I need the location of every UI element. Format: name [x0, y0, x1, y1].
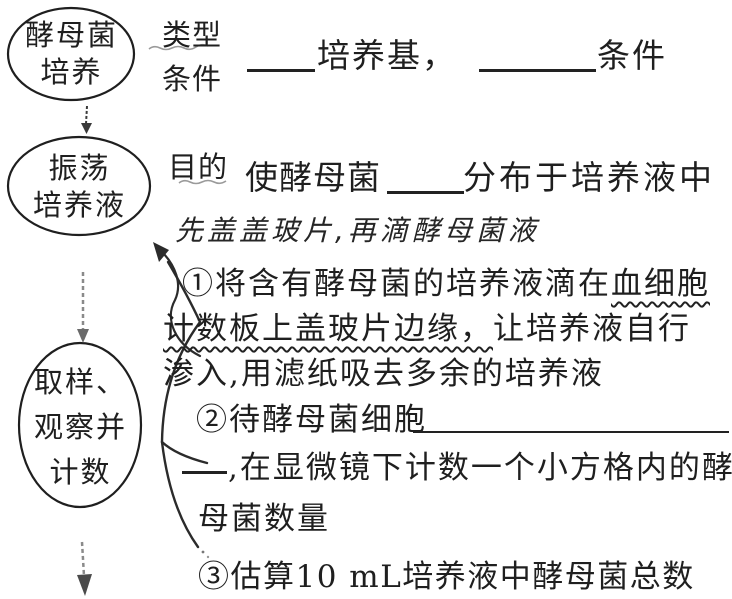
label-purpose: 目的 — [168, 150, 229, 184]
node-sample-count-line3: 计数 — [49, 455, 112, 489]
brace-fade-dot — [201, 550, 205, 554]
down-arrow-icon — [77, 272, 89, 343]
scribble-mark — [148, 43, 209, 51]
blank-distribution — [387, 178, 464, 194]
text-shake-before: 使酵母菌 — [245, 158, 381, 197]
blank-cell-state-continued — [182, 458, 227, 474]
step2-line1: ②待酵母菌细胞 — [196, 402, 427, 438]
node-shake-culture: 振荡 培养液 — [8, 150, 151, 224]
node-sample-count-line1: 取样、 — [33, 365, 127, 399]
node-shake-culture-line1: 振荡 — [48, 151, 111, 185]
blank-cell-state — [413, 418, 729, 433]
step1-line1-text: ①将含有酵母菌的培养液滴在 — [182, 266, 611, 302]
blank-condition — [479, 56, 596, 72]
text-shake-after: 分布于培养液中 — [463, 158, 715, 197]
text-medium: 培养基， — [317, 36, 457, 75]
node-shake-culture-line2: 培养液 — [32, 188, 126, 222]
step2-line3: 母菌数量 — [198, 501, 330, 537]
step1-line2-text: 让培养液自行 — [493, 311, 691, 347]
step2-line2: ,在显微镜下计数一个小方格内的酵 — [228, 450, 732, 486]
brace — [160, 260, 209, 549]
node-yeast-culture-line2: 培养 — [40, 55, 103, 89]
scribble-mark — [178, 179, 227, 185]
label-type: 类型 — [162, 18, 223, 52]
node-yeast-culture-line1: 酵母菌 — [24, 18, 118, 52]
node-yeast-culture: 酵母菌 培养 — [8, 17, 135, 91]
ellipse-sample-count — [17, 341, 143, 509]
step1-line2: 计数板上盖玻片边缘，让培养液自行 — [163, 303, 691, 348]
step1-line1: ①将含有酵母菌的培养液滴在血细胞 — [182, 258, 710, 303]
step1-line1-underlined: 血细胞 — [611, 266, 710, 302]
brace-fade-dot — [206, 555, 210, 559]
step1-line2-underlined: 计数板上盖玻片边缘， — [163, 311, 493, 347]
down-arrow-icon — [77, 541, 92, 596]
label-condition: 条件 — [162, 62, 223, 96]
blank-medium-type — [247, 56, 315, 72]
ellipse-shake-culture — [6, 135, 152, 237]
step3-line: ③估算10 mL培养液中酵母菌总数 — [198, 559, 695, 595]
node-sample-count-line2: 观察并 — [33, 410, 127, 444]
down-arrow-icon — [81, 105, 92, 134]
ellipse-yeast-culture — [6, 6, 136, 102]
step1-line3: 渗入,用滤纸吸去多余的培养液 — [163, 356, 604, 392]
text-condition: 条件 — [597, 36, 667, 75]
node-sample-count: 取样、 观察并 计数 — [19, 360, 142, 495]
handwritten-note: 先盖盖玻片,再滴酵母菌液 — [175, 214, 540, 247]
handwritten-curved-arrow-icon — [153, 242, 202, 358]
